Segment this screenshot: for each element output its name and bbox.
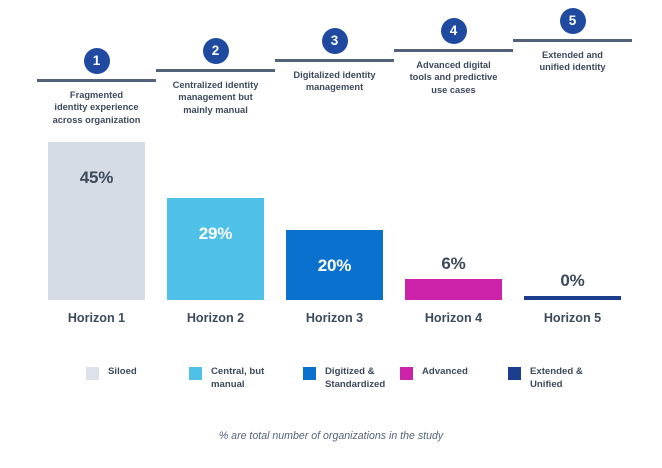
legend-label-1: Siloed [108, 366, 137, 377]
axis-label-1: Horizon 1 [67, 311, 126, 325]
step-description-3: Digitalized identity management [293, 70, 376, 93]
bar-value-label-4: 6% [441, 254, 466, 273]
step-rule-2 [156, 69, 275, 72]
step-number-badge-2: 2 [202, 38, 229, 64]
legend-label-5: Extended & Unified [530, 366, 583, 390]
legend-label-4: Advanced [422, 366, 468, 377]
bar-chart-plot-area: 45% Horizon 1 29% Horizon 2 20% Horizon 3 6% Ho… [0, 141, 662, 331]
legend-swatch-4 [400, 367, 413, 380]
bar-column-5[interactable]: 0% Horizon 5 [524, 141, 621, 331]
bar-value-label-1: 45% [79, 168, 114, 187]
step-description-5: Extended and unified identity [539, 50, 606, 73]
bar-column-1[interactable]: 45% Horizon 1 [48, 141, 145, 331]
legend-item-2[interactable]: Central, but manual [189, 366, 264, 391]
legend-label-3: Digitized & Standardized [325, 366, 386, 390]
chart-footnote: % are total number of organizations in t… [218, 430, 444, 442]
step-rule-3 [275, 59, 394, 62]
step-description-4: Advanced digital tools and predictive us… [409, 60, 498, 95]
step-rule-1 [37, 79, 156, 82]
bar-value-label-5: 0% [560, 271, 585, 290]
step-description-1: Fragmented identity experience across or… [52, 90, 141, 125]
axis-label-5: Horizon 5 [543, 311, 602, 325]
chart-legend: Siloed Central, but manual Digitized & Sta… [0, 366, 662, 412]
bar-column-3[interactable]: 20% Horizon 3 [286, 141, 383, 331]
bar-value-label-3: 20% [317, 256, 352, 275]
legend-item-5[interactable]: Extended & Unified [508, 366, 583, 391]
step-rule-5 [513, 39, 632, 42]
legend-label-2: Central, but manual [211, 366, 265, 390]
bar-column-2[interactable]: 29% Horizon 2 [167, 141, 264, 331]
bar-rect-2[interactable] [167, 198, 264, 300]
bar-column-4[interactable]: 6% Horizon 4 [405, 141, 502, 331]
step-description-2: Centralized identity management but main… [172, 80, 259, 115]
legend-swatch-2 [189, 367, 202, 380]
legend-item-4[interactable]: Advanced [400, 366, 468, 380]
bar-rect-5[interactable] [524, 296, 621, 300]
legend-item-3[interactable]: Digitized & Standardized [303, 366, 385, 391]
bar-rect-3[interactable] [286, 230, 383, 300]
legend-item-1[interactable]: Siloed [86, 366, 137, 380]
legend-swatch-5 [508, 367, 521, 380]
legend-swatch-3 [303, 367, 316, 380]
bar-value-label-2: 29% [198, 224, 233, 243]
step-rule-4 [394, 49, 513, 52]
bar-rect-4[interactable] [405, 279, 502, 300]
step-number-badge-3: 3 [321, 28, 348, 54]
legend-swatch-1 [86, 367, 99, 380]
axis-label-3: Horizon 3 [305, 311, 364, 325]
step-number-badge-4: 4 [440, 18, 467, 44]
step-number-badge-1: 1 [83, 48, 110, 74]
axis-label-2: Horizon 2 [186, 311, 245, 325]
axis-label-4: Horizon 4 [424, 311, 483, 325]
step-number-badge-5: 5 [559, 8, 586, 34]
bar-rect-1[interactable] [48, 142, 145, 300]
